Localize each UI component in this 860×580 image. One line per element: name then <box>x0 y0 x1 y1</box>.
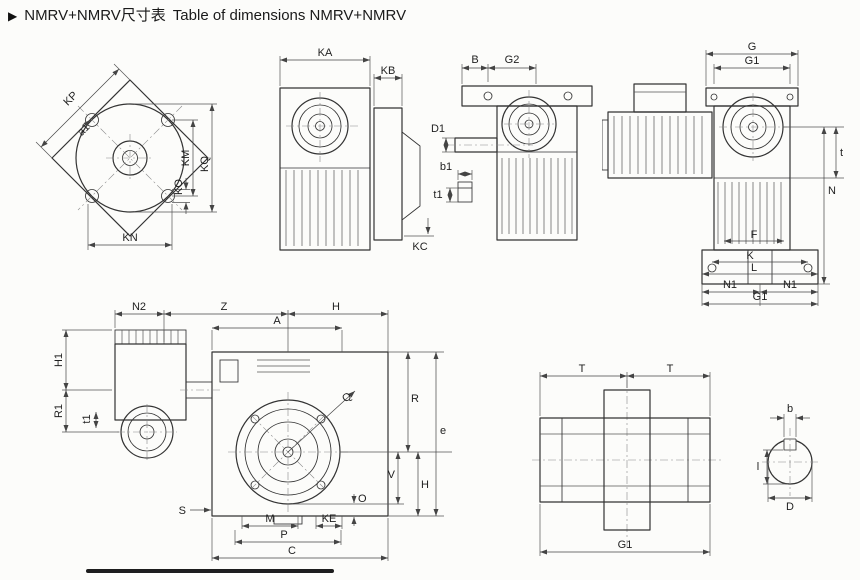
dim-label-km: KM <box>180 150 192 167</box>
shaft-end-centerlines <box>762 428 818 496</box>
title-marker-icon: ▶ <box>8 9 18 23</box>
motor-labels: G G1 t N F K L N1 N1 G1 <box>723 41 843 303</box>
dim-label-g1-top: G1 <box>745 55 760 67</box>
dim-label-ko: KO <box>173 179 185 195</box>
dim-label-n2: N2 <box>132 301 146 313</box>
motor-fins <box>613 116 703 174</box>
assembly-dimensions <box>62 310 452 561</box>
dim-label-v: V <box>388 469 396 481</box>
dim-label-d: D <box>786 501 794 513</box>
side-dimensions <box>279 56 434 237</box>
dim-label-g: G <box>748 41 757 53</box>
dim-label-t-right: T <box>667 363 674 375</box>
dim-label-e: e <box>440 425 446 437</box>
dim-label-n1-left: N1 <box>723 279 737 291</box>
dim-label-ke: KE <box>322 513 337 525</box>
dim-label-n: N <box>828 185 836 197</box>
dim-label-r: R <box>411 393 419 405</box>
shaft-labels: T T G1 <box>579 363 674 551</box>
motor-end-cap <box>601 119 609 171</box>
dim-label-kn: KN <box>122 232 137 244</box>
base-plate <box>701 249 819 285</box>
dim-label-h-right: H <box>421 479 429 491</box>
dim-label-z: Z <box>221 301 228 313</box>
key-section <box>457 181 473 203</box>
dim-label-c: C <box>288 545 296 557</box>
side-centerlines <box>286 92 358 162</box>
dim-label-kb: KB <box>381 65 396 77</box>
motor-centerlines <box>719 93 787 161</box>
assembly-centerlines <box>117 389 348 512</box>
side-labels: KA KB KC <box>318 47 428 253</box>
small-gearbox-outline <box>114 329 213 459</box>
dim-label-kq: KQ <box>199 156 211 172</box>
gearbox-fins <box>717 182 782 244</box>
title-english: Table of dimensions NMRV+NMRV <box>172 7 407 24</box>
dim-label-s: S <box>179 505 186 517</box>
dim-label-t-left: T <box>579 363 586 375</box>
flange-labels: KP a1 KM KQ KO KN <box>61 89 211 244</box>
dim-label-a1: a1 <box>75 121 92 138</box>
dim-label-l: l <box>757 461 759 473</box>
flange-centerlines <box>77 105 183 211</box>
front-centerlines <box>448 90 554 158</box>
assembly-labels: N2 Z H A H1 R1 t1 Q R e V H O S M KE P C <box>53 301 446 557</box>
dim-label-a: A <box>273 315 281 327</box>
motor-outline <box>601 83 713 179</box>
dim-label-f: F <box>751 229 758 241</box>
front-outline <box>454 85 593 241</box>
dim-label-g2: G2 <box>505 54 520 66</box>
shaft-end-view: b l D <box>745 398 845 518</box>
dim-label-m: M <box>265 513 274 525</box>
gearbox-outline <box>701 87 819 285</box>
side-cooling-fins <box>285 170 359 246</box>
assembly-view: N2 Z H A H1 R1 t1 Q R e V H O S M KE P C <box>52 298 462 575</box>
dim-label-g1-bottom: G1 <box>753 291 768 303</box>
dim-label-h1: H1 <box>53 353 65 367</box>
dim-label-t1: t1 <box>433 189 442 201</box>
dim-label-b: b <box>787 403 793 415</box>
terminal-box <box>633 83 687 113</box>
shaft-end-dimensions <box>763 414 813 502</box>
page-title: ▶ NMRV+NMRV尺寸表 Table of dimensions NMRV+… <box>8 4 406 25</box>
dim-label-d1: D1 <box>431 123 445 135</box>
dim-label-t1: t1 <box>81 414 93 423</box>
shaft-end-labels: b l D <box>757 403 794 513</box>
scan-artifact-line <box>86 569 334 573</box>
shaft-section-view: T T G1 <box>532 358 722 568</box>
flange-view: KP a1 KM KQ KO KN <box>22 46 242 261</box>
motor-body <box>607 111 713 179</box>
dim-label-g1: G1 <box>618 539 633 551</box>
dim-label-b: B <box>471 54 478 66</box>
dim-label-kc: KC <box>412 241 427 253</box>
dim-label-h-top: H <box>332 301 340 313</box>
side-outline <box>279 87 421 251</box>
front-labels: B G2 D1 b1 t1 <box>431 54 519 201</box>
side-view: KA KB KC <box>262 40 442 270</box>
shaft-hub <box>603 389 651 531</box>
front-view: B G2 D1 b1 t1 <box>428 46 608 261</box>
dim-label-n1-right: N1 <box>783 279 797 291</box>
dim-label-l: L <box>751 262 757 274</box>
front-cooling-fins <box>501 158 573 234</box>
dim-label-r1: R1 <box>53 404 65 418</box>
shaft-outline <box>539 389 711 531</box>
shaft-dimensions <box>539 372 711 556</box>
small-gearbox-fins <box>121 330 179 344</box>
dim-label-ka: KA <box>318 47 333 59</box>
motor-dimensions <box>701 50 844 307</box>
dim-label-k: K <box>746 250 754 262</box>
dim-label-b1: b1 <box>440 161 452 173</box>
title-chinese: NMRV+NMRV尺寸表 <box>24 7 166 24</box>
dim-label-o: O <box>358 493 367 505</box>
flange-dimensions <box>35 63 217 250</box>
dim-label-kp: KP <box>61 89 80 108</box>
motor-gearbox-view: G G1 t N F K L N1 N1 G1 <box>601 36 852 311</box>
shaft-centerlines <box>532 380 722 550</box>
dim-label-p: P <box>280 529 287 541</box>
dim-label-t: t <box>840 147 843 159</box>
vent-slots <box>257 359 310 373</box>
front-dimensions <box>442 64 537 203</box>
